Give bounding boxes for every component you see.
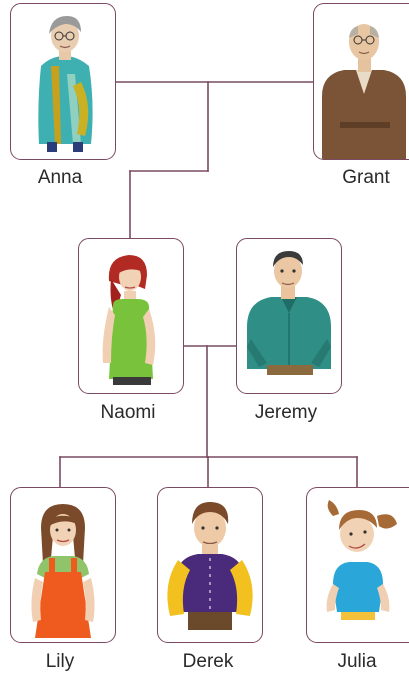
card-julia xyxy=(306,487,409,643)
grandfather-icon xyxy=(322,24,406,159)
little-girl-icon xyxy=(326,500,397,620)
grandmother-icon xyxy=(38,16,93,152)
name-naomi: Naomi xyxy=(100,402,156,423)
boy-icon xyxy=(167,502,253,630)
card-jeremy xyxy=(236,238,342,394)
card-anna xyxy=(10,3,116,160)
name-grant: Grant xyxy=(342,167,390,188)
name-lily: Lily xyxy=(45,651,75,672)
card-naomi xyxy=(78,238,184,394)
father-icon xyxy=(247,251,331,375)
name-anna: Anna xyxy=(37,167,83,188)
name-derek: Derek xyxy=(182,651,234,672)
name-julia: Julia xyxy=(337,651,377,672)
name-jeremy: Jeremy xyxy=(254,402,318,423)
card-lily xyxy=(10,487,116,643)
mother-icon xyxy=(102,255,156,385)
card-derek xyxy=(157,487,263,643)
card-grant xyxy=(313,3,409,160)
girl-icon xyxy=(31,504,95,638)
